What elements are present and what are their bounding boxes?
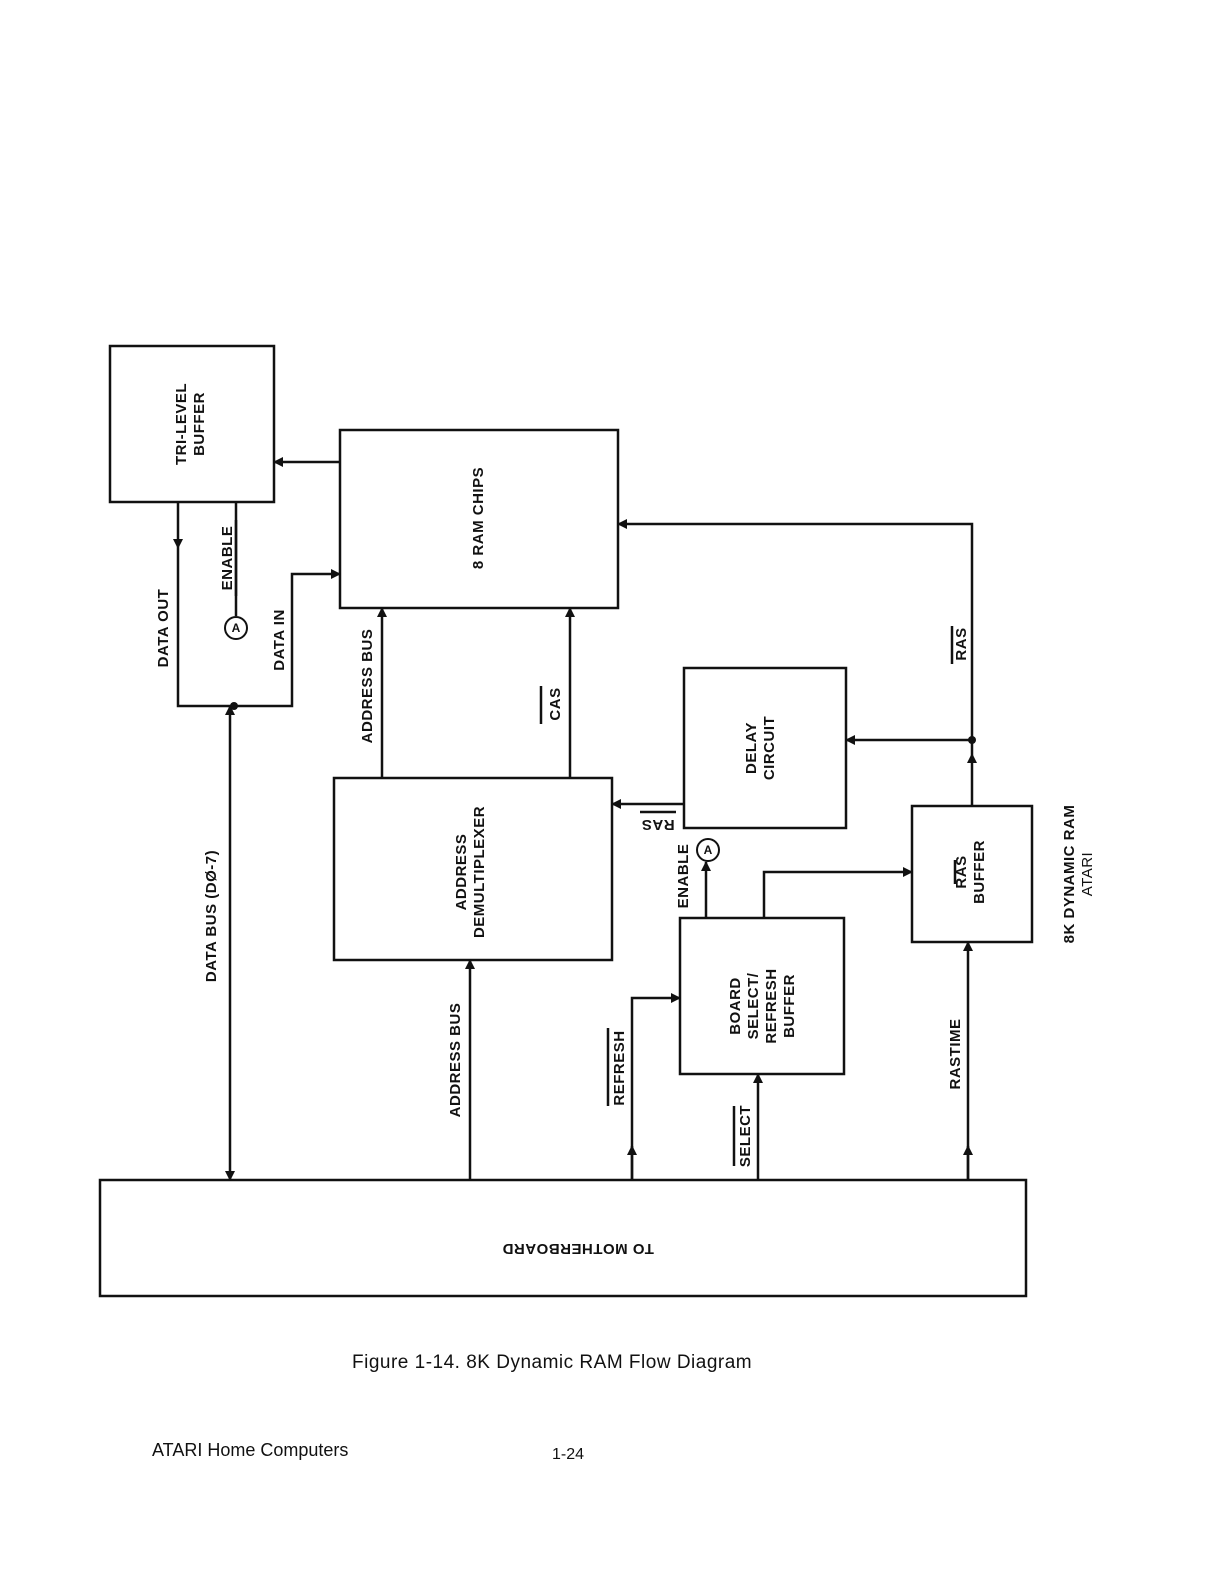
board-select-label-4: BUFFER	[781, 974, 798, 1038]
motherboard-label: TO MOTHERBOARD	[502, 1240, 654, 1257]
data-bus-label: DATA BUS (DØ-7)	[203, 850, 220, 982]
enable-top-label: ENABLE	[219, 526, 236, 591]
ras-to-ram-wire	[617, 519, 974, 754]
tri-level-buffer-block: TRI-LEVEL BUFFER	[108, 344, 276, 504]
delay-circuit-label-1: DELAY	[743, 722, 760, 774]
cas-label: CAS	[547, 687, 564, 720]
tri-level-buffer-label-1: TRI-LEVEL	[173, 383, 190, 465]
enable-mid-label: ENABLE	[675, 844, 692, 909]
motherboard-block: TO MOTHERBOARD	[98, 1178, 1028, 1298]
address-demux-label-2: DEMULTIPLEXER	[471, 806, 488, 938]
board-select-label-3: REFRESH	[763, 968, 780, 1043]
ras-buffer-label-1: RAS	[953, 855, 970, 888]
delay-circuit-block: DELAY CIRCUIT	[682, 666, 848, 830]
figure-caption: Figure 1-14. 8K Dynamic RAM Flow Diagram	[352, 1352, 753, 1373]
refresh-wire	[630, 993, 681, 1180]
ras-right-label: RAS	[953, 627, 970, 660]
enable-top-tap-symbol: A	[232, 621, 241, 635]
board-select-buffer-block: BOARD SELECT/ REFRESH BUFFER	[678, 916, 846, 1076]
delay-circuit-label-2: CIRCUIT	[761, 716, 778, 780]
ram-chips-block: 8 RAM CHIPS	[338, 428, 620, 610]
board-select-label-2: SELECT/	[745, 972, 762, 1039]
address-bus-lower-label: ADDRESS BUS	[447, 1003, 464, 1118]
rastime-label: RASTIME	[947, 1019, 964, 1090]
select-label: SELECT	[737, 1105, 754, 1167]
address-demux-block: ADDRESS DEMULTIPLEXER	[332, 776, 614, 962]
refresh-label: REFRESH	[611, 1030, 628, 1105]
address-bus-upper-label: ADDRESS BUS	[359, 629, 376, 744]
ras-buffer-label-2: BUFFER	[971, 840, 988, 904]
address-demux-label-1: ADDRESS	[453, 834, 470, 911]
data-out-wire	[176, 548, 234, 708]
enable-top-tap-icon	[224, 616, 248, 640]
data-out-label: DATA OUT	[155, 589, 172, 668]
ras-buffer-block: RAS BUFFER	[910, 804, 1034, 944]
ram-chips-label: 8 RAM CHIPS	[470, 467, 487, 569]
enable-mid-tap-icon	[696, 838, 720, 862]
data-in-label: DATA IN	[271, 609, 288, 671]
footer-title: ATARI Home Computers	[152, 1440, 349, 1460]
enable-mid-tap-symbol: A	[704, 843, 713, 857]
page-number: 1-24	[552, 1446, 585, 1463]
tri-level-buffer-label-2: BUFFER	[191, 392, 208, 456]
board-select-label-1: BOARD	[727, 977, 744, 1035]
side-title-2: ATARI	[1079, 852, 1096, 896]
data-in-wire	[234, 569, 341, 708]
select-to-ras-buffer-wire	[762, 867, 913, 918]
side-title-1: 8K DYNAMIC RAM	[1061, 805, 1078, 944]
ras-mid-label: RAS	[641, 816, 674, 833]
